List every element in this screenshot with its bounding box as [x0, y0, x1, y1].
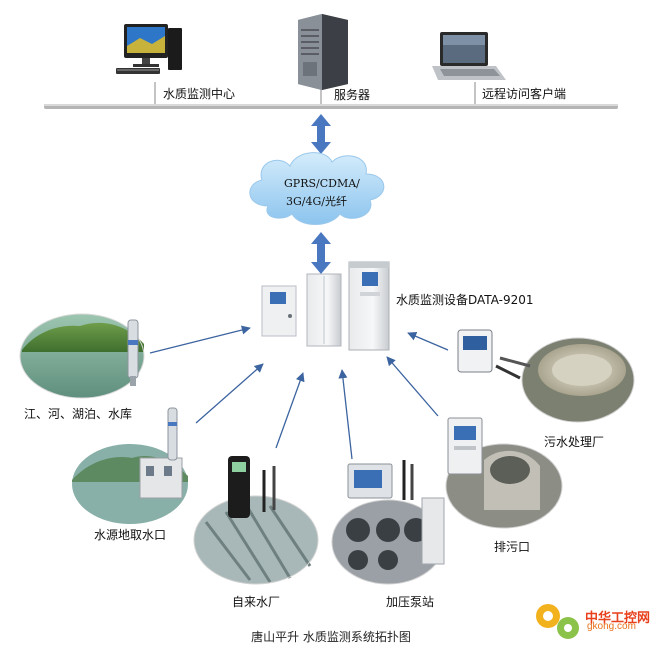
- water-intake-photo: [72, 444, 188, 524]
- arrow-river: [149, 325, 251, 354]
- server-icon: [298, 14, 348, 90]
- site-label-pump: 加压泵站: [386, 595, 435, 609]
- pump-analyzer-panel-icon: [347, 460, 414, 500]
- watermark-brand: 中华工控网: [585, 610, 651, 625]
- arrow-pump: [338, 369, 353, 460]
- remote-client-label: 远程访问客户端: [482, 87, 567, 101]
- monitor-center-label: 水质监测中心: [163, 87, 236, 101]
- watermark-url: gkong.com: [587, 621, 636, 632]
- data-flow-arrows: [149, 325, 449, 460]
- sewage-controller-icon: [457, 329, 531, 380]
- link-arrow-top: [311, 114, 331, 154]
- sewage-plant-photo: [521, 337, 635, 423]
- arrow-outfall: [386, 356, 439, 417]
- site-label-intake: 水源地取水口: [94, 528, 167, 542]
- waterworks-photo: [193, 495, 319, 585]
- site-label-river: 江、河、湖泊、水库: [24, 407, 133, 421]
- device-label: 水质监测设备DATA-9201: [396, 293, 534, 307]
- network-label-line1: GPRS/CDMA/: [284, 177, 360, 190]
- analyzer-probe-set-icon: [228, 456, 276, 518]
- diagram-caption: 唐山平升 水质监测系统拓扑图: [251, 630, 411, 644]
- site-label-sewage: 污水处理厂: [544, 435, 605, 449]
- watermark-gear-icon: [536, 604, 579, 639]
- arrow-intake: [195, 363, 264, 424]
- river-lake-photo: [19, 313, 145, 399]
- desktop-computer-icon: [116, 24, 182, 74]
- network-label-line2: 3G/4G/光纤: [286, 195, 347, 208]
- link-arrow-bottom: [311, 232, 331, 274]
- pump-cabinet-icon: [421, 497, 445, 565]
- outfall-analyzer-icon: [447, 417, 483, 475]
- intake-sensor-probe-icon: [167, 407, 178, 461]
- site-label-outfall: 排污口: [494, 540, 531, 554]
- arrow-waterworks: [275, 372, 305, 449]
- network-cloud-icon: [249, 152, 385, 225]
- monitoring-cabinets-icon: [261, 261, 390, 351]
- laptop-icon: [432, 32, 506, 80]
- server-label: 服务器: [334, 88, 371, 102]
- arrow-sewage: [407, 332, 449, 351]
- water-sensor-probe-icon: [127, 319, 139, 386]
- site-label-waterworks: 自来水厂: [232, 595, 281, 609]
